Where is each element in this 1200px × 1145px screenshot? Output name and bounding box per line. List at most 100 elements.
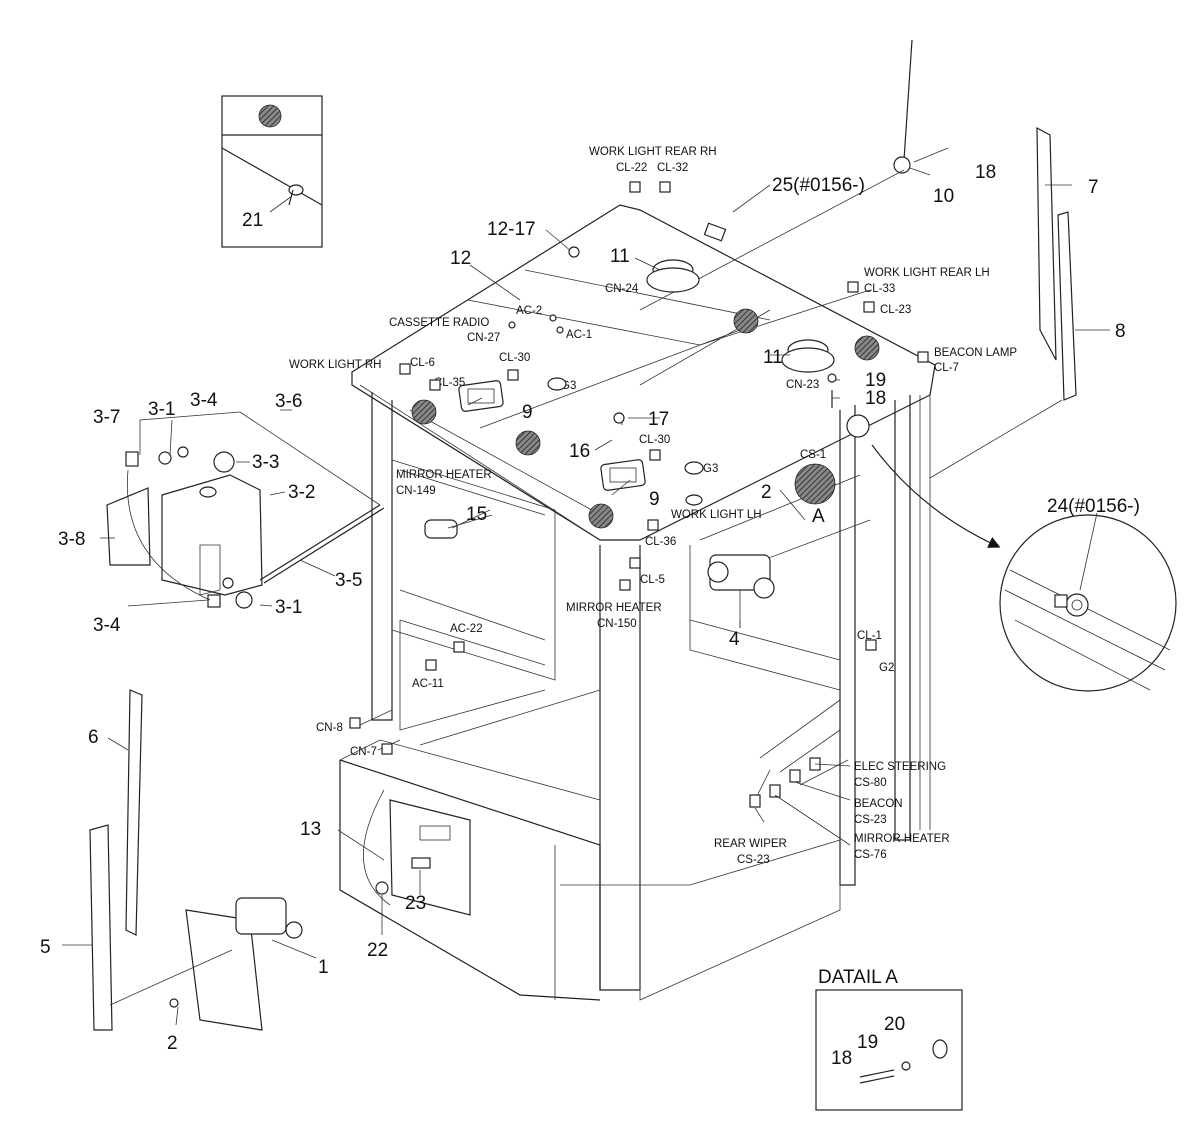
cl1-label: CL-1: [857, 630, 882, 642]
detail-a-box: [815, 989, 963, 1111]
cl6-label: CL-6: [410, 357, 435, 369]
cn24-label: CN-24: [605, 283, 639, 295]
wiper-arm-5: [89, 824, 113, 1031]
label-23: 23: [405, 893, 426, 914]
ac11-label: AC-11: [412, 678, 444, 690]
label-18-detail: 18: [831, 1048, 852, 1069]
cl30-rear-label: CL-30: [639, 434, 670, 446]
g3-rear-label: G3: [703, 463, 718, 475]
label-3-1-top: 3-1: [148, 399, 175, 420]
label-6: 6: [88, 727, 99, 748]
cl36-label: CL-36: [645, 536, 676, 548]
work-light-lh-label: WORK LIGHT LH: [671, 509, 762, 521]
speaker-11-rear: [781, 339, 835, 373]
label-8: 8: [1115, 321, 1126, 342]
label-a: A: [812, 506, 825, 527]
label-7: 7: [1088, 177, 1099, 198]
label-3-6: 3-6: [275, 391, 302, 412]
label-3-1-bottom: 3-1: [275, 597, 302, 618]
cl22-label: CL-22: [616, 162, 647, 174]
rear-wiper-label: REAR WIPER: [714, 838, 787, 850]
label-11-front: 11: [610, 246, 630, 267]
wiper-motor-4: [707, 554, 775, 628]
label-2-right: 2: [761, 482, 772, 503]
label-17: 17: [648, 409, 669, 430]
cs23-rear-wiper-label: CS-23: [737, 854, 770, 866]
cs23-beacon-label: CS-23: [854, 814, 887, 826]
speaker-11-front: [646, 259, 700, 293]
label-18-mid: 18: [865, 388, 886, 409]
label-3-8: 3-8: [58, 529, 85, 550]
mirror-heater-1-label: MIRROR HEATER: [396, 469, 492, 481]
label-12: 12: [450, 248, 471, 269]
harness-wires: [359, 699, 849, 808]
ac22-label: AC-22: [450, 623, 483, 635]
label-12-17: 12-17: [487, 219, 536, 240]
label-9-rear: 9: [649, 489, 660, 510]
cl23-top-label: CL-23: [880, 304, 911, 316]
elec-steering-label: ELEC STEERING: [854, 761, 946, 773]
label-22: 22: [367, 940, 388, 961]
cl7-label: CL-7: [934, 362, 959, 374]
cn27-label: CN-27: [467, 332, 500, 344]
label-3-5: 3-5: [335, 570, 362, 591]
washer-tank-3: [106, 411, 385, 609]
beacon-label: BEACON: [854, 798, 903, 810]
wiper-blade-6: [125, 689, 143, 936]
cl33-label: CL-33: [864, 283, 895, 295]
label-19-detail: 19: [857, 1032, 878, 1053]
work-light-rear-rh-label: WORK LIGHT REAR RH: [589, 146, 717, 158]
connector-plugs: [349, 181, 929, 755]
room-lamp-9-rear: [600, 459, 646, 491]
ac2-label: AC-2: [516, 305, 542, 317]
label-9-front: 9: [522, 402, 533, 423]
label-2-left: 2: [167, 1033, 178, 1054]
label-24: 24(#0156-): [1047, 496, 1140, 517]
cl5-label: CL-5: [640, 574, 665, 586]
label-15: 15: [466, 504, 487, 525]
cs1-label: CS-1: [800, 449, 826, 461]
label-3-2: 3-2: [288, 482, 315, 503]
cn7-label: CN-7: [350, 746, 377, 758]
wiper-arm-8: [929, 211, 1077, 479]
label-25: 25(#0156-): [772, 175, 865, 196]
cassette-radio-label: CASSETTE RADIO: [389, 317, 489, 329]
beacon-lamp-label: BEACON LAMP: [934, 347, 1017, 359]
label-19-mid: 19: [865, 370, 886, 391]
wiper-motor-1: [109, 897, 303, 1031]
wiper-blade-7: [1036, 126, 1057, 361]
g2-label: G2: [879, 662, 894, 674]
roof-hatch-markers: [411, 308, 880, 529]
label-1: 1: [318, 957, 329, 978]
work-light-rear-lh-label: WORK LIGHT REAR LH: [864, 267, 990, 279]
connector-labels: WORK LIGHT REAR RH CL-22 CL-32 WORK LIGH…: [289, 146, 1017, 866]
label-21: 21: [242, 210, 263, 231]
mirror-heater-2-label: MIRROR HEATER: [566, 602, 662, 614]
cl30-front-label: CL-30: [499, 352, 530, 364]
cab-body: [339, 204, 936, 1001]
label-20: 20: [884, 1014, 905, 1035]
inset-box-21: [221, 95, 323, 248]
label-4: 4: [729, 629, 740, 650]
leader-lines: [62, 167, 1110, 1026]
ac1-label: AC-1: [566, 329, 592, 341]
label-10: 10: [933, 186, 954, 207]
part-number-labels: 1 2 2 3-1 3-1 3-2 3-3 3-4 3-4 3-5 3-6 3-…: [40, 162, 1140, 1069]
label-13: 13: [300, 819, 321, 840]
detail-24-magnifier: [871, 444, 1177, 692]
label-18-top: 18: [975, 162, 996, 183]
cn8-label: CN-8: [316, 722, 343, 734]
detail-a-title: DATAIL A: [818, 967, 898, 988]
mirror-heater-3-label: MIRROR HEATER: [854, 833, 950, 845]
label-3-4-top: 3-4: [190, 390, 218, 411]
cn150-label: CN-150: [597, 618, 637, 630]
label-3-3: 3-3: [252, 452, 279, 473]
cs76-label: CS-76: [854, 849, 887, 861]
label-16: 16: [569, 441, 590, 462]
cl35-label: CL-35: [434, 377, 465, 389]
label-3-7: 3-7: [93, 407, 120, 428]
label-11-rear: 11: [763, 347, 783, 368]
label-3-4-bottom: 3-4: [93, 615, 121, 636]
cl32-label: CL-32: [657, 162, 688, 174]
